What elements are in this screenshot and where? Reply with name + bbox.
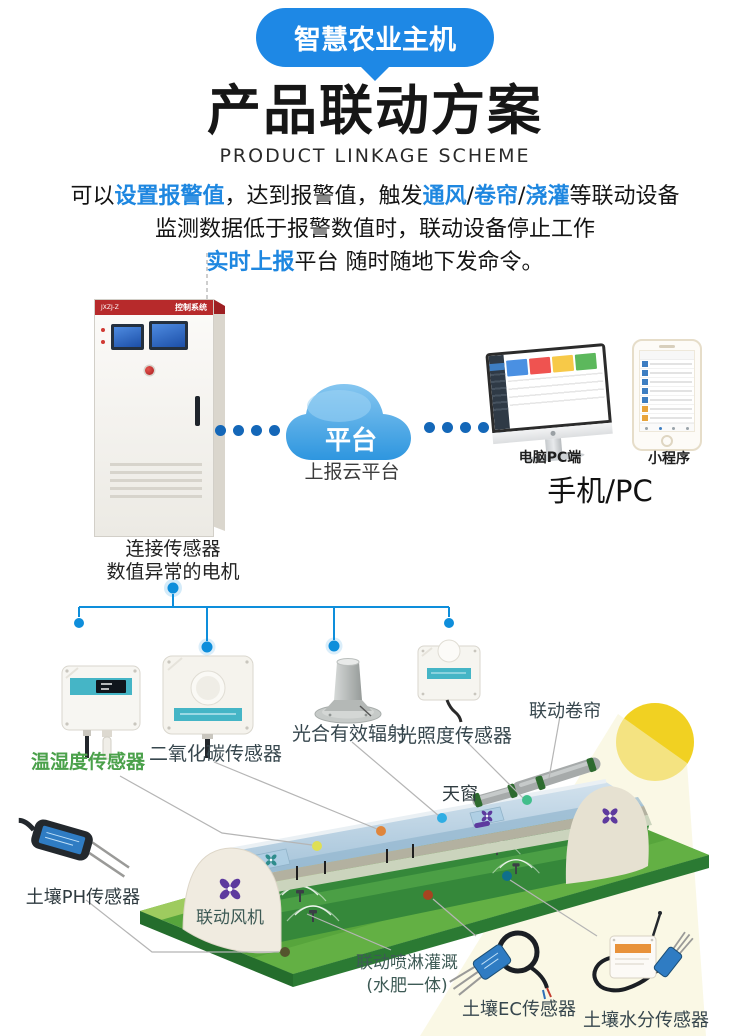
dot-co2 [376, 826, 386, 836]
temp-humidity-sensor-label: 温湿度传感器 [30, 751, 145, 773]
intro-paragraph: 可以设置报警值，达到报警值，触发通风/卷帘/浇灌等联动设备 监测数据低于报警数值… [0, 180, 750, 279]
soil-ec-sensor-icon [449, 930, 552, 1000]
monitor-screen [485, 342, 612, 434]
indicator-led [101, 328, 105, 332]
highlight-curtain: 卷帘 [474, 184, 519, 209]
par-sensor-icon [314, 658, 382, 724]
phone-pc-group-label: 手机/PC [547, 474, 653, 508]
dot-par [437, 813, 447, 823]
indicator-led [101, 340, 105, 344]
co2-sensor-label: 二氧化碳传感器 [148, 743, 282, 765]
page-title: 产品联动方案 [207, 79, 543, 142]
badge-label: 智慧农业主机 [294, 25, 456, 56]
dot-soil-ph [280, 947, 290, 957]
miniprogram-label: 小程序 [648, 451, 690, 467]
front-end-wall [182, 847, 282, 954]
greenhouse-interior [242, 822, 650, 950]
spray-irrigation-label: 联动喷淋灌溉 (水肥一体) [356, 953, 458, 996]
soil-ph-label: 土壤PH传感器 [25, 887, 141, 908]
soil-ec-label: 土壤EC传感器 [462, 999, 576, 1020]
cabinet-system-title: 控制系统 [175, 303, 207, 312]
top-badge: 智慧农业主机 [256, 8, 494, 67]
page-subtitle: PRODUCT LINKAGE SCHEME [219, 145, 531, 167]
dot-temp-humidity [312, 841, 322, 851]
cloud-platform-icon [286, 384, 411, 460]
tree-nodes [74, 579, 454, 656]
cabinet-side-face [213, 299, 225, 531]
dashboard-content [503, 346, 608, 428]
dot-soil-moisture [502, 871, 512, 881]
greenhouse-roof [228, 779, 652, 895]
intro-line-2: 监测数据低于报警数值时，联动设备停止工作 [154, 217, 595, 242]
cabinet-screen-left [111, 324, 144, 350]
soil-moisture-label: 土壤水分传感器 [583, 1010, 709, 1031]
intro-line-3: 实时上报平台 随时随地下发命令。 [206, 250, 544, 275]
cabinet-screen-right [149, 321, 188, 350]
temp-humidity-sensor-icon [61, 665, 141, 760]
leader-lines [85, 715, 598, 953]
cabinet-model-text: JXZJ-Z [101, 304, 119, 311]
tree-connector [78, 594, 450, 641]
cloud-caption: 上报云平台 [304, 461, 400, 483]
highlight-realtime-report: 实时上报 [206, 250, 295, 275]
light-sensor-icon [417, 639, 481, 723]
cabinet-front-panel: JXZJ-Z 控制系统 [94, 299, 214, 537]
co2-sensor-icon [162, 655, 254, 758]
intro-line-1: 可以设置报警值，达到报警值，触发通风/卷帘/浇灌等联动设备 [70, 184, 680, 209]
sensor-position-dots [280, 795, 532, 957]
skylight-label: 天窗 [442, 784, 478, 805]
vent-grille [110, 463, 202, 501]
mobile-phone [632, 339, 702, 451]
dot-light [522, 795, 532, 805]
highlight-ventilation: 通风 [422, 184, 467, 209]
phone-screen [639, 350, 695, 432]
cabinet-caption: 连接传感器 数值异常的电机 [106, 538, 240, 583]
phone-home-button [661, 435, 673, 447]
dot-soil-ec [423, 890, 433, 900]
phone-speaker [659, 345, 675, 348]
rear-end-wall [565, 786, 649, 884]
pc-label: 电脑PC端 [518, 450, 582, 466]
soil-ph-sensor-icon [18, 817, 130, 878]
fan-label: 联动风机 [196, 908, 264, 928]
curtain-label: 联动卷帘 [529, 701, 601, 722]
highlight-irrigation: 浇灌 [525, 184, 570, 209]
cloud-label: 平台 [324, 426, 377, 456]
light-sensor-label: 光照度传感器 [397, 725, 512, 747]
soil-moisture-sensor-icon [592, 911, 694, 993]
door-handle-icon [195, 396, 200, 426]
highlight-alarm-setting: 设置报警值 [114, 184, 225, 209]
control-cabinet: JXZJ-Z 控制系统 [94, 299, 226, 537]
par-sensor-label: 光合有效辐射 [291, 723, 406, 745]
cabinet-red-band: JXZJ-Z 控制系统 [95, 300, 213, 315]
emergency-button [145, 366, 154, 375]
roller-curtain-icon [472, 757, 601, 808]
